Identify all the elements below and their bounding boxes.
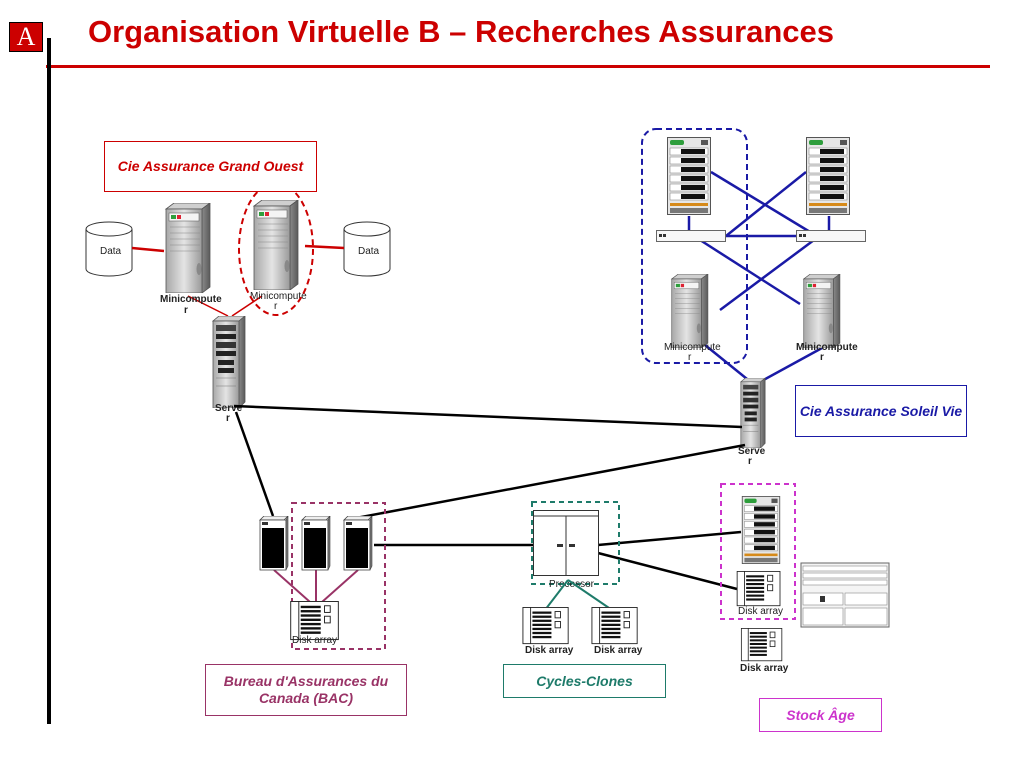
minicomputer-3-label: Minicompute <box>664 342 721 353</box>
soleil-vie-links <box>687 170 831 385</box>
label-grand-ouest: Cie Assurance Grand Ouest <box>104 141 317 192</box>
cycles-clones-group: Processor Disk array Disk array <box>522 501 643 656</box>
bac-group: Disk array <box>259 502 386 650</box>
rack-server-2-icon <box>806 137 850 215</box>
stock-disk-array-2-icon <box>740 628 783 662</box>
stock-disk-array-1-label: Disk array <box>738 606 783 617</box>
processor-label: Processor <box>549 579 595 590</box>
bac-disk-array-icon <box>290 601 339 641</box>
data-store-right <box>343 221 391 277</box>
left-margin-rule <box>47 38 51 724</box>
data-store-left <box>85 221 133 277</box>
rack-server-1-icon <box>667 137 711 215</box>
data-store-left-label: Data <box>100 246 122 257</box>
soleil-vie-cluster-outline <box>641 128 748 364</box>
soleil-vie-group: Minicompute r Minicompute r Serve r <box>641 128 866 467</box>
grand-ouest-group: Data Data Minicompute r Minicompute r Se… <box>85 182 391 424</box>
backbone-links <box>233 404 746 591</box>
server-1-icon <box>212 316 246 408</box>
processor-icon <box>533 510 599 576</box>
cycles-disk-array-2-label: Disk array <box>594 645 643 656</box>
stock-cluster-outline <box>720 483 796 620</box>
label-soleil-vie: Cie Assurance Soleil Vie <box>795 385 967 437</box>
title-divider <box>46 65 990 68</box>
stock-rack-server-icon <box>741 496 781 564</box>
link-data-left-mini1 <box>131 246 165 253</box>
stock-age-group: Disk array Disk array <box>720 483 890 674</box>
minicomputer-4-icon <box>803 274 841 348</box>
minicomputer-4-label-suffix: r <box>820 352 824 363</box>
minicomputer-1-icon <box>165 203 211 293</box>
minicomputer-3-label-suffix: r <box>688 352 692 363</box>
network-hub-2-icon <box>796 230 866 242</box>
minicomputer-1-label-suffix: r <box>184 305 188 316</box>
server-1-label: Serve <box>215 403 243 414</box>
cycles-links <box>544 579 613 611</box>
label-bac: Bureau d'Assurances du Canada (BAC) <box>205 664 407 716</box>
minicomputer-1-label: Minicompute <box>160 294 222 305</box>
bac-cluster-outline <box>291 502 386 650</box>
minicomputer-2-icon <box>253 200 299 290</box>
workstation-1-icon <box>259 516 289 571</box>
data-store-right-label: Data <box>358 246 380 257</box>
network-hub-1-icon <box>656 230 726 242</box>
bac-disk-array-label: Disk array <box>292 635 337 646</box>
stock-disk-array-1-icon <box>736 571 781 607</box>
minicomputer-2-label-suffix: r <box>274 301 278 312</box>
link-mini1-server1 <box>187 295 229 317</box>
server-2-label: Serve <box>738 446 766 457</box>
label-cycles-clones: Cycles-Clones <box>503 664 666 698</box>
cycles-cluster-outline <box>531 501 620 585</box>
minicomputer-3-icon <box>671 274 709 348</box>
stock-disk-array-2-label: Disk array <box>740 663 789 674</box>
bac-links <box>273 569 359 603</box>
storage-cabinet-icon <box>800 562 890 628</box>
server-1-label-suffix: r <box>226 413 230 424</box>
workstation-2-icon <box>301 516 331 571</box>
minicomputer-2-label: Minicompute <box>250 291 307 302</box>
cycles-disk-array-1-icon <box>522 607 569 645</box>
link-data-right-mini2 <box>304 244 345 250</box>
server-2-label-suffix: r <box>748 456 752 467</box>
server-2-icon <box>740 378 766 448</box>
organization-logo: A <box>9 22 43 52</box>
workstation-3-icon <box>343 516 373 571</box>
minicomputer-4-label: Minicompute <box>796 342 858 353</box>
page-title: Organisation Virtuelle B – Recherches As… <box>88 14 835 49</box>
minicomputer-2-highlight <box>238 182 314 316</box>
link-mini2-server1 <box>231 295 263 317</box>
label-stock-age: Stock Âge <box>759 698 882 732</box>
cycles-disk-array-1-label: Disk array <box>525 645 574 656</box>
cycles-disk-array-2-icon <box>591 607 638 645</box>
